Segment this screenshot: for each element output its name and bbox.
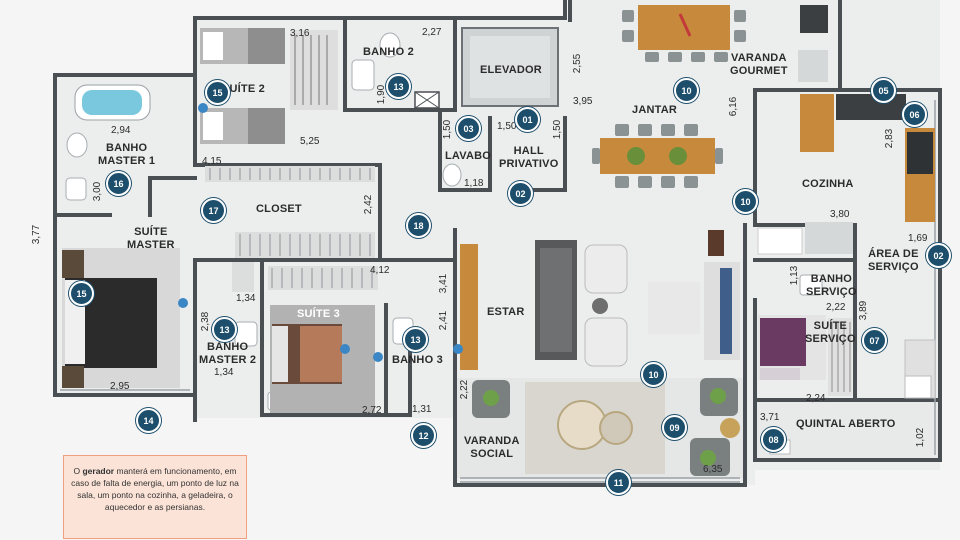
dimension: 5,25: [300, 136, 320, 147]
room-label-varanda-social: VARANDA SOCIAL: [464, 435, 520, 460]
dimension: 2,22: [459, 379, 471, 400]
dimension: 1,13: [789, 265, 801, 286]
closet-racks: [205, 166, 378, 292]
marker-badge: 13: [386, 74, 411, 99]
dimension: 1,18: [464, 178, 484, 189]
marker-badge: 02: [926, 243, 951, 268]
marker-badge: 13: [403, 327, 428, 352]
dimension: 2,27: [422, 27, 442, 38]
note-highlight: gerador: [82, 466, 115, 476]
room-label-suite-master: SUÍTE MASTER: [127, 226, 175, 251]
marker-badge: 11: [606, 470, 631, 495]
marker-badge: 02: [508, 181, 533, 206]
master-bed: [62, 248, 180, 388]
dimension: 3,89: [858, 300, 870, 321]
walls: [53, 0, 942, 487]
dimension: 4,15: [202, 156, 222, 167]
dimension: 3,80: [830, 209, 850, 220]
room-label-banho-master-1: BANHO MASTER 1: [98, 142, 156, 167]
marker-badge: 01: [515, 107, 540, 132]
generator-note: O gerador manterá em funcionamento, em c…: [63, 455, 247, 539]
dimension: 2,41: [438, 310, 450, 331]
room-label-suite-3: SUÍTE 3: [297, 308, 340, 320]
dimension: 2,22: [826, 302, 846, 313]
marker-badge: 10: [641, 362, 666, 387]
room-label-estar: ESTAR: [487, 306, 525, 318]
dimension: 3,00: [92, 181, 104, 202]
dining-table: [592, 124, 723, 188]
dimension: 1,34: [214, 367, 234, 378]
veranda-furniture: [472, 378, 740, 476]
room-label-cozinha: COZINHA: [802, 178, 854, 190]
dimension: 2,42: [363, 194, 375, 215]
room-label-banho-3: BANHO 3: [392, 354, 443, 366]
marker-badge: 09: [662, 415, 687, 440]
room-label-area-servico: ÁREA DE SERVIÇO: [868, 248, 919, 273]
suite2-beds: [200, 28, 338, 144]
dimension: 4,12: [370, 265, 390, 276]
dimension: 1,50: [552, 119, 564, 140]
dimension: 2,24: [806, 393, 826, 404]
kitchen-cabinets: [757, 94, 936, 399]
dimension: 2,83: [884, 128, 896, 149]
room-label-banho-2: BANHO 2: [363, 46, 414, 58]
dimension: 3,77: [31, 224, 43, 245]
dimension: 3,41: [438, 273, 450, 294]
marker-badge: 08: [761, 427, 786, 452]
dimension: 6,16: [728, 96, 740, 117]
service-bed: [758, 315, 852, 396]
dimension: 3,16: [290, 28, 310, 39]
dimension: 3,71: [760, 412, 780, 423]
marker-badge: 06: [902, 102, 927, 127]
dimension: 1,50: [497, 121, 517, 132]
gourmet-table: [622, 5, 828, 82]
note-text: manterá em funcionamento, em caso de fal…: [71, 466, 239, 512]
dimension: 1,34: [236, 293, 256, 304]
room-label-banho-servico: BANHO SERVIÇO: [806, 273, 857, 298]
room-label-varanda-gourmet: VARANDA GOURMET: [730, 52, 788, 77]
note-prefix: O: [73, 466, 83, 476]
suite3-bed: [270, 305, 375, 413]
marker-badge: 10: [733, 189, 758, 214]
dimension: 6,35: [703, 464, 723, 475]
room-label-closet: CLOSET: [256, 203, 302, 215]
marker-badge: 07: [862, 328, 887, 353]
dimension: 1,69: [908, 233, 928, 244]
marker-badge: 16: [106, 171, 131, 196]
room-label-banho-master-2: BANHO MASTER 2: [199, 341, 257, 366]
ac-markers: [178, 103, 463, 362]
dimension: 2,38: [200, 311, 212, 332]
room-label-jantar: JANTAR: [632, 104, 677, 116]
room-label-elevador: ELEVADOR: [480, 64, 542, 76]
marker-badge: 03: [456, 116, 481, 141]
room-label-quintal-aberto: QUINTAL ABERTO: [796, 418, 896, 430]
marker-badge: 15: [69, 281, 94, 306]
room-label-lavabo: LAVABO: [445, 150, 492, 162]
dimension: 2,55: [572, 53, 584, 74]
dimension: 2,94: [111, 125, 131, 136]
room-label-hall-privativo: HALL PRIVATIVO: [499, 145, 559, 170]
room-label-suite-servico: SUÍTE SERVIÇO: [805, 320, 856, 345]
marker-badge: 12: [411, 423, 436, 448]
dimension: 1,50: [442, 119, 454, 140]
dimension: 2,72: [362, 405, 382, 416]
marker-badge: 10: [674, 78, 699, 103]
marker-badge: 17: [201, 198, 226, 223]
marker-badge: 13: [212, 317, 237, 342]
dimension: 1,02: [915, 427, 927, 448]
dimension: 1,31: [412, 404, 432, 415]
marker-badge: 05: [871, 78, 896, 103]
room-label-suite-2: SUÍTE 2: [222, 83, 265, 95]
marker-badge: 15: [205, 80, 230, 105]
dimension: 2,95: [110, 381, 130, 392]
marker-badge: 14: [136, 408, 161, 433]
living-room-furniture: [460, 230, 740, 370]
marker-badge: 18: [406, 213, 431, 238]
dimension: 3,95: [573, 96, 593, 107]
